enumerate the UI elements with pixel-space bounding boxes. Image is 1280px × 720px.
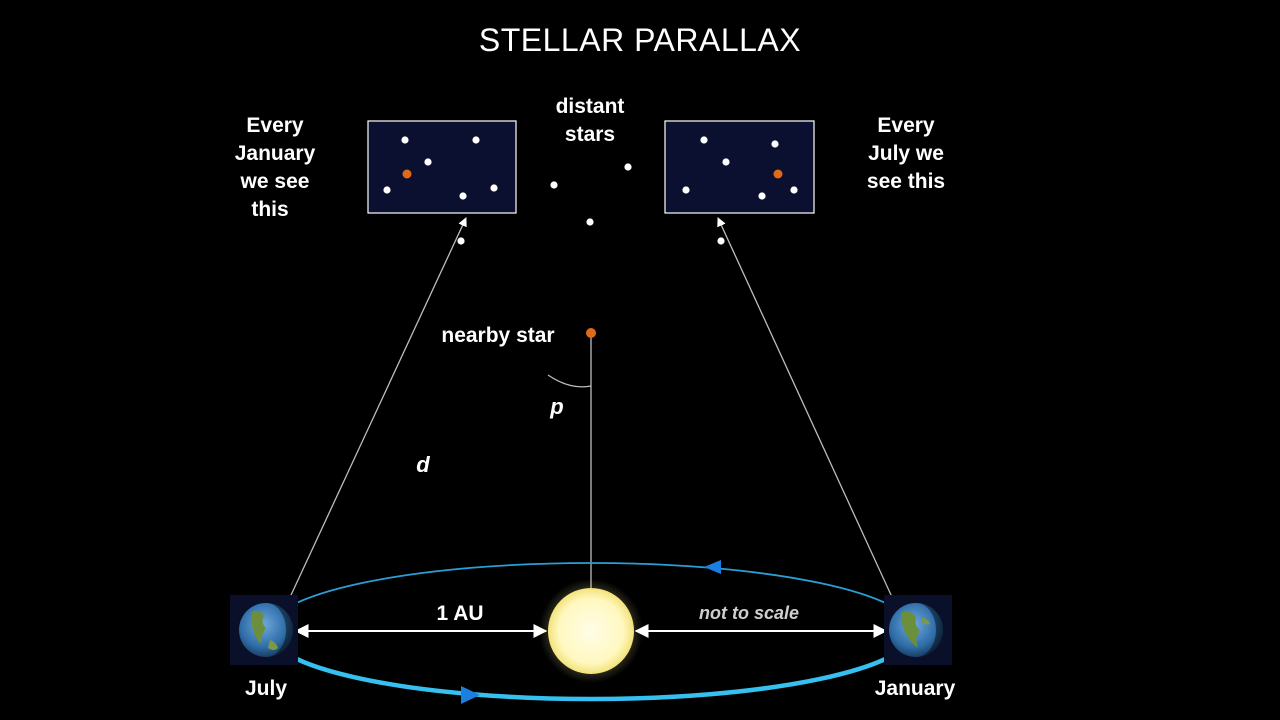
scale-note: not to scale (699, 603, 799, 623)
january-caption: Every January we see this (215, 112, 335, 224)
diagram-title: STELLAR PARALLAX (478, 22, 802, 58)
caption-line: Every (877, 114, 935, 137)
star-dot-icon (424, 158, 432, 166)
july-sky-panel (664, 120, 815, 214)
star-dot-icon (383, 186, 391, 194)
january-sky-panel (367, 120, 517, 214)
january-panel-stars (383, 136, 498, 200)
orbit-direction-arrow-bottom (461, 686, 480, 704)
au-label: 1 AU (436, 602, 483, 625)
earth-icon (230, 595, 298, 665)
star-dot-icon (401, 136, 409, 144)
nearby-star-july-image (773, 169, 783, 179)
july-panel-stars (682, 136, 798, 200)
sight-lines (284, 217, 898, 609)
star-dot-icon (550, 181, 558, 189)
distant-stars-label: distant stars (530, 93, 650, 149)
nearby-star (586, 328, 596, 338)
nearby-star-label: nearby star (441, 324, 554, 347)
star-dot-icon (586, 218, 594, 226)
star-dot-icon (771, 140, 779, 148)
nearby-star-january-image (402, 169, 412, 179)
caption-line: this (251, 198, 289, 221)
parallax-angle-arc (547, 374, 592, 388)
parallax-angle-label: p (549, 394, 563, 419)
january-sight-line (717, 217, 898, 609)
january-label: January (875, 677, 956, 700)
star-dot-icon (722, 158, 730, 166)
july-sight-line (284, 217, 467, 609)
star-dot-icon (717, 237, 725, 245)
star-dot-icon (682, 186, 690, 194)
caption-line: we see (240, 170, 310, 193)
sun-icon (548, 588, 634, 674)
star-dot-icon (790, 186, 798, 194)
star-dot-icon (472, 136, 480, 144)
star-dot-icon (490, 184, 498, 192)
star-dot-icon (758, 192, 766, 200)
july-label: July (245, 677, 287, 700)
distant-stars (457, 163, 725, 245)
earth-icon (884, 595, 952, 665)
caption-line: January (234, 142, 316, 165)
label-line: stars (564, 123, 616, 146)
star-dot-icon (624, 163, 632, 171)
caption-line: Every (246, 114, 304, 137)
star-dot-icon (459, 192, 467, 200)
july-caption: Every July we see this (846, 112, 966, 196)
orbit-direction-arrow-top (704, 560, 721, 574)
caption-line: see this (866, 170, 946, 193)
star-dot-icon (700, 136, 708, 144)
star-dot-icon (457, 237, 465, 245)
caption-line: July we (868, 142, 944, 165)
label-line: distant (555, 95, 625, 118)
earth-orbit-front (265, 630, 917, 702)
distance-label: d (416, 452, 430, 477)
